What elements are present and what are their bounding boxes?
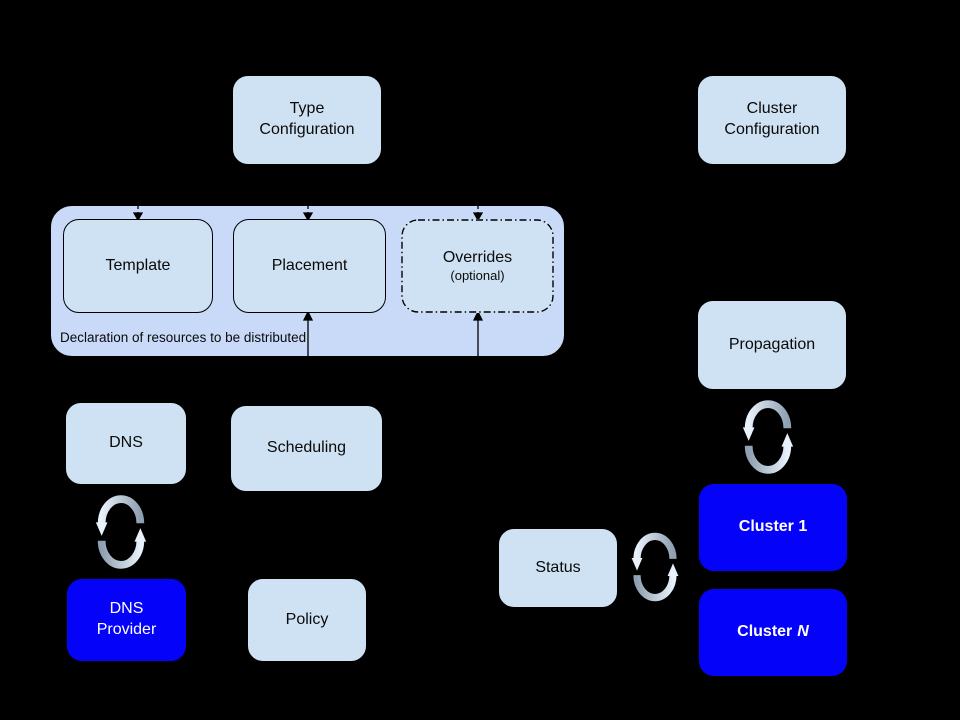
- type-configuration-label-line2: Configuration: [259, 121, 355, 138]
- sync-icon: [742, 400, 794, 474]
- cluster-configuration-label-line1: Cluster: [746, 100, 798, 118]
- scheduling-label: Scheduling: [266, 439, 347, 457]
- propagation-label: Propagation: [728, 335, 816, 353]
- placement-box: Placement: [233, 219, 386, 313]
- cluster-1-box: Cluster 1: [698, 483, 848, 572]
- type-configuration-label-line1: Type: [289, 100, 325, 118]
- status-box: Status: [498, 528, 618, 608]
- template-box: Template: [63, 219, 213, 313]
- overrides-label: Overrides: [442, 249, 513, 267]
- policy-label: Policy: [285, 610, 329, 628]
- dns-provider-label-line2: Provider: [96, 621, 157, 638]
- overrides-box: Overrides (optional): [401, 219, 554, 313]
- cluster-n-label-prefix: Cluster: [737, 623, 793, 641]
- sync-icon: [95, 495, 147, 569]
- dns-provider-box: DNS Provider: [66, 578, 187, 662]
- overrides-sublabel: (optional): [450, 268, 505, 284]
- policy-box: Policy: [247, 578, 367, 662]
- declaration-container: Template Placement Overrides (optional) …: [50, 205, 565, 358]
- cluster-1-label: Cluster 1: [738, 518, 808, 536]
- type-configuration-box: Type Configuration: [232, 75, 382, 165]
- status-label: Status: [535, 558, 581, 576]
- sync-icon: [631, 532, 679, 602]
- placement-label: Placement: [271, 256, 348, 274]
- dns-box: DNS: [65, 402, 187, 485]
- dns-provider-label-line1: DNS: [109, 600, 144, 618]
- cluster-configuration-box: Cluster Configuration: [697, 75, 847, 165]
- cluster-configuration-label-line2: Configuration: [724, 121, 820, 138]
- template-label: Template: [105, 256, 171, 274]
- dns-label: DNS: [109, 434, 143, 452]
- cluster-n-label-suffix: N: [797, 623, 809, 641]
- declaration-caption: Declaration of resources to be distribut…: [60, 330, 307, 345]
- scheduling-box: Scheduling: [230, 405, 383, 492]
- propagation-box: Propagation: [697, 300, 847, 390]
